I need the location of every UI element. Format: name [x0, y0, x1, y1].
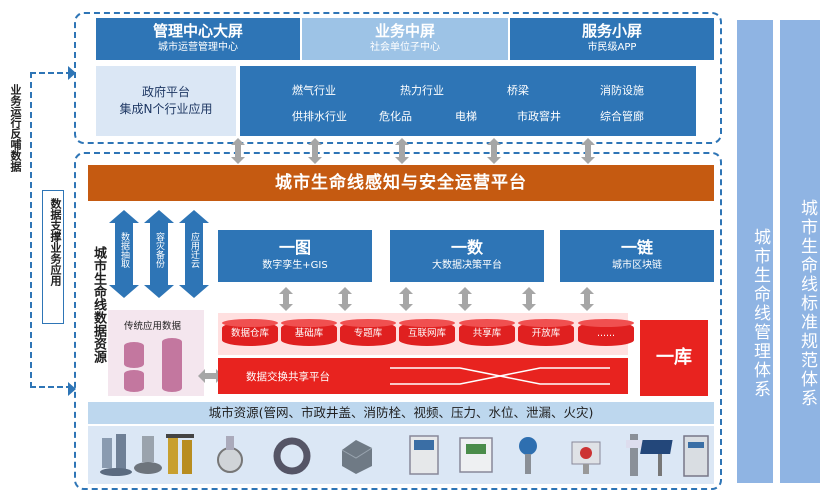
industry-elevator: 电梯: [455, 110, 477, 123]
gov-platform-box: 政府平台 集成N个行业应用: [96, 66, 236, 136]
support-arrowhead-icon: [68, 382, 76, 396]
feedback-label: 业务运行反哺数据: [9, 84, 22, 172]
platform-layer-frame: [74, 152, 722, 490]
legacy-exchange-arrow: [202, 373, 218, 379]
db-open: 开放库: [518, 319, 574, 346]
cloud-migration-arrow: [179, 210, 209, 298]
disaster-backup-arrow: [144, 210, 174, 298]
exchange-cross-icon: [390, 367, 610, 385]
db-data-warehouse: 数据仓库: [222, 319, 278, 346]
feedback-arrowhead-icon: [68, 66, 76, 80]
pressure-transmitter-icon: [519, 437, 537, 474]
legacy-data-label: 传统应用数据: [124, 321, 182, 332]
data-extraction-arrow: [109, 210, 139, 298]
industry-gas: 燃气行业: [292, 84, 336, 97]
one-map-box: 一图 数字孪生+GIS: [218, 230, 372, 282]
one-data-subtitle: 大数据决策平台: [432, 260, 502, 271]
cabinet-icon: [683, 435, 709, 477]
tier-title: 业务中屏: [374, 22, 435, 40]
manhole-sensor-icon: [134, 436, 162, 474]
one-map-subtitle: 数字孪生+GIS: [262, 260, 328, 271]
tier-title: 服务小屏: [581, 22, 642, 40]
industry-fire-facilities: 消防设施: [600, 84, 644, 97]
hydrant-sensor-icon: [166, 434, 194, 474]
data-extraction-label: 数据抽取: [119, 232, 129, 268]
connector-arrow: [581, 138, 595, 164]
exchange-platform-label: 数据交换共享平台: [246, 371, 330, 383]
data-resource-label: 城市生命线数据资源: [91, 246, 106, 363]
legacy-db-icon: [124, 342, 144, 368]
industry-hazchem: 危化品: [379, 110, 412, 123]
legacy-db-icon: [162, 338, 182, 392]
one-chain-subtitle: 城市区块链: [612, 260, 662, 271]
connector-arrow: [395, 138, 409, 164]
one-data-title: 一数: [450, 238, 483, 257]
tier-title: 管理中心大屏: [152, 22, 243, 40]
db-shared: 共享库: [459, 319, 515, 346]
gov-platform-line2: 集成N个行业应用: [119, 102, 213, 116]
ring-sensor-icon: [273, 437, 311, 475]
feedback-loop-line: [30, 72, 72, 388]
connector-arrow: [231, 138, 245, 164]
support-label: 数据支撑业务应用: [49, 198, 62, 286]
gateway-box-icon: [341, 440, 373, 474]
industry-utility-tunnel: 综合管廊: [600, 110, 644, 123]
one-chain-box: 一链 城市区块链: [560, 230, 714, 282]
city-resources-bar: 城市资源(管网、市政井盖、消防栓、视频、压力、水位、泄漏、火灾): [88, 402, 714, 424]
connector-arrow: [458, 287, 472, 311]
management-system-column: 城市生命线管理体系: [737, 20, 773, 483]
control-panel-icon: [409, 435, 439, 475]
tier-subtitle: 社会单位子中心: [370, 42, 440, 53]
connector-arrow: [338, 287, 352, 311]
meter-panel-icon: [459, 437, 493, 473]
db-topic: 专题库: [340, 319, 396, 346]
solar-station-icon: [640, 440, 673, 476]
management-screen-header: 管理中心大屏 城市运营管理中心: [96, 18, 300, 60]
connector-arrow: [487, 138, 501, 164]
db-internet: 互联网库: [399, 319, 455, 346]
business-screen-header: 业务中屏 社会单位子中心: [302, 18, 508, 60]
connector-arrow: [279, 287, 293, 311]
industry-bridge: 桥梁: [507, 84, 529, 97]
gas-detector-icon: [571, 441, 601, 474]
one-chain-title: 一链: [620, 238, 653, 257]
tier-subtitle: 城市运营管理中心: [158, 42, 238, 53]
db-base: 基础库: [281, 319, 337, 346]
pipe-sensor-icon: [100, 434, 132, 476]
cloud-migration-label: 应用迁云: [189, 232, 199, 268]
disaster-backup-label: 容灾备份: [154, 232, 164, 268]
legacy-db-icon: [124, 370, 144, 392]
flowmeter-icon: [217, 436, 243, 473]
one-data-box: 一数 大数据决策平台: [390, 230, 544, 282]
main-platform-bar: 城市生命线感知与安全运营平台: [88, 165, 714, 201]
connector-arrow: [580, 287, 594, 311]
standards-system-column: 城市生命线标准规范体系: [780, 20, 820, 483]
gov-platform-line1: 政府平台: [141, 85, 190, 99]
tier-subtitle: 市民级APP: [587, 42, 637, 53]
one-map-title: 一图: [278, 238, 311, 257]
exchange-platform-bar: [218, 358, 628, 394]
service-screen-header: 服务小屏 市民级APP: [510, 18, 714, 60]
industry-water: 供排水行业: [292, 110, 347, 123]
level-gauge-icon: [626, 434, 642, 476]
connector-arrow: [399, 287, 413, 311]
support-box: [42, 190, 64, 324]
industry-heat: 热力行业: [400, 84, 444, 97]
connector-arrow: [522, 287, 536, 311]
one-library-box: 一库: [640, 320, 708, 396]
industry-apps-box: [240, 66, 696, 136]
legacy-arrowhead-icon: [198, 369, 205, 383]
connector-arrow: [308, 138, 322, 164]
db-more: ......: [578, 319, 634, 346]
industry-manhole: 市政窨井: [517, 110, 561, 123]
